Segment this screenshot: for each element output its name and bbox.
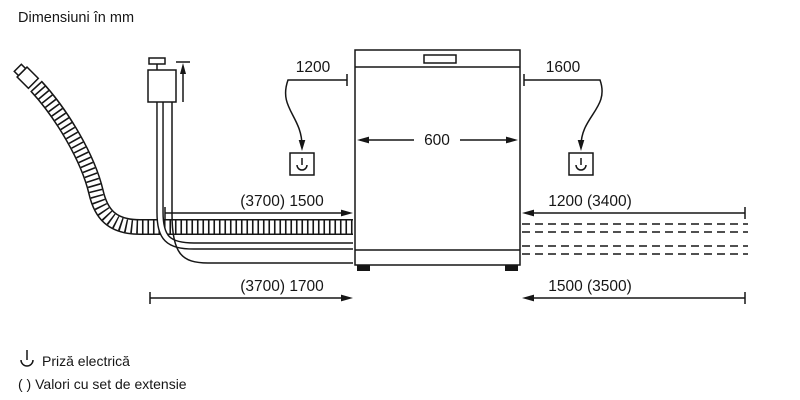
dim-cord-left: 1200 xyxy=(284,59,348,151)
drain-hose-corrugation xyxy=(31,81,353,234)
left-arrow xyxy=(522,209,534,217)
valve-box xyxy=(147,69,177,103)
dim-bottom-right-label: 1500 (3500) xyxy=(548,278,632,295)
down-arrow xyxy=(577,140,585,151)
supply-hose xyxy=(156,102,353,250)
dim-width-label: 600 xyxy=(424,132,450,149)
tap-icon xyxy=(148,57,166,70)
supply-hose-body xyxy=(157,102,353,249)
dim-mid-left-label: (3700) 1500 xyxy=(240,193,324,210)
dim-cord-right: 1600 xyxy=(523,59,603,151)
down-arrow xyxy=(298,140,306,151)
dishwasher xyxy=(354,49,521,271)
tap-height-indicator xyxy=(176,61,190,102)
right-arrow xyxy=(341,294,353,302)
dishwasher-body xyxy=(354,49,521,266)
right-arrow xyxy=(506,136,518,144)
power-cable xyxy=(171,102,353,264)
legend-socket-label: Priză electrică xyxy=(42,353,130,369)
extension-dashed-lines xyxy=(522,223,748,255)
label-backing xyxy=(414,129,460,148)
dim-cord-right-label: 1600 xyxy=(546,59,581,76)
hose-connector-icon xyxy=(13,63,40,90)
dim-bottom-left: (3700) 1700 xyxy=(149,278,353,304)
dim-bottom-left-label: (3700) 1700 xyxy=(240,278,324,295)
dim-mid-right-label: 1200 (3400) xyxy=(548,193,632,210)
dim-width: 600 xyxy=(357,129,518,149)
dim-cord-left-label: 1200 xyxy=(296,59,331,76)
control-panel xyxy=(423,54,457,64)
socket-icon-right xyxy=(568,152,594,176)
legend: Priză electrică ( ) Valori cu set de ext… xyxy=(18,350,187,392)
left-arrow xyxy=(522,294,534,302)
page-title: Dimensiuni în mm xyxy=(18,10,134,26)
left-arrow xyxy=(357,136,369,144)
up-arrow xyxy=(180,63,186,74)
cord-left-leader xyxy=(284,79,347,147)
tap-valve xyxy=(147,57,177,103)
dim-mid-right: 1200 (3400) xyxy=(522,193,746,219)
socket-icon-legend xyxy=(20,350,34,367)
drain-hose xyxy=(13,63,353,235)
right-arrow xyxy=(341,209,353,217)
cord-right-leader xyxy=(524,79,603,147)
foot-right xyxy=(505,265,518,271)
socket-icon-left xyxy=(289,152,315,176)
foot-left xyxy=(357,265,370,271)
legend-extension-note: ( ) Valori cu set de extensie xyxy=(18,376,187,392)
dim-bottom-right: 1500 (3500) xyxy=(522,278,746,304)
dim-mid-left: (3700) 1500 xyxy=(164,193,353,219)
